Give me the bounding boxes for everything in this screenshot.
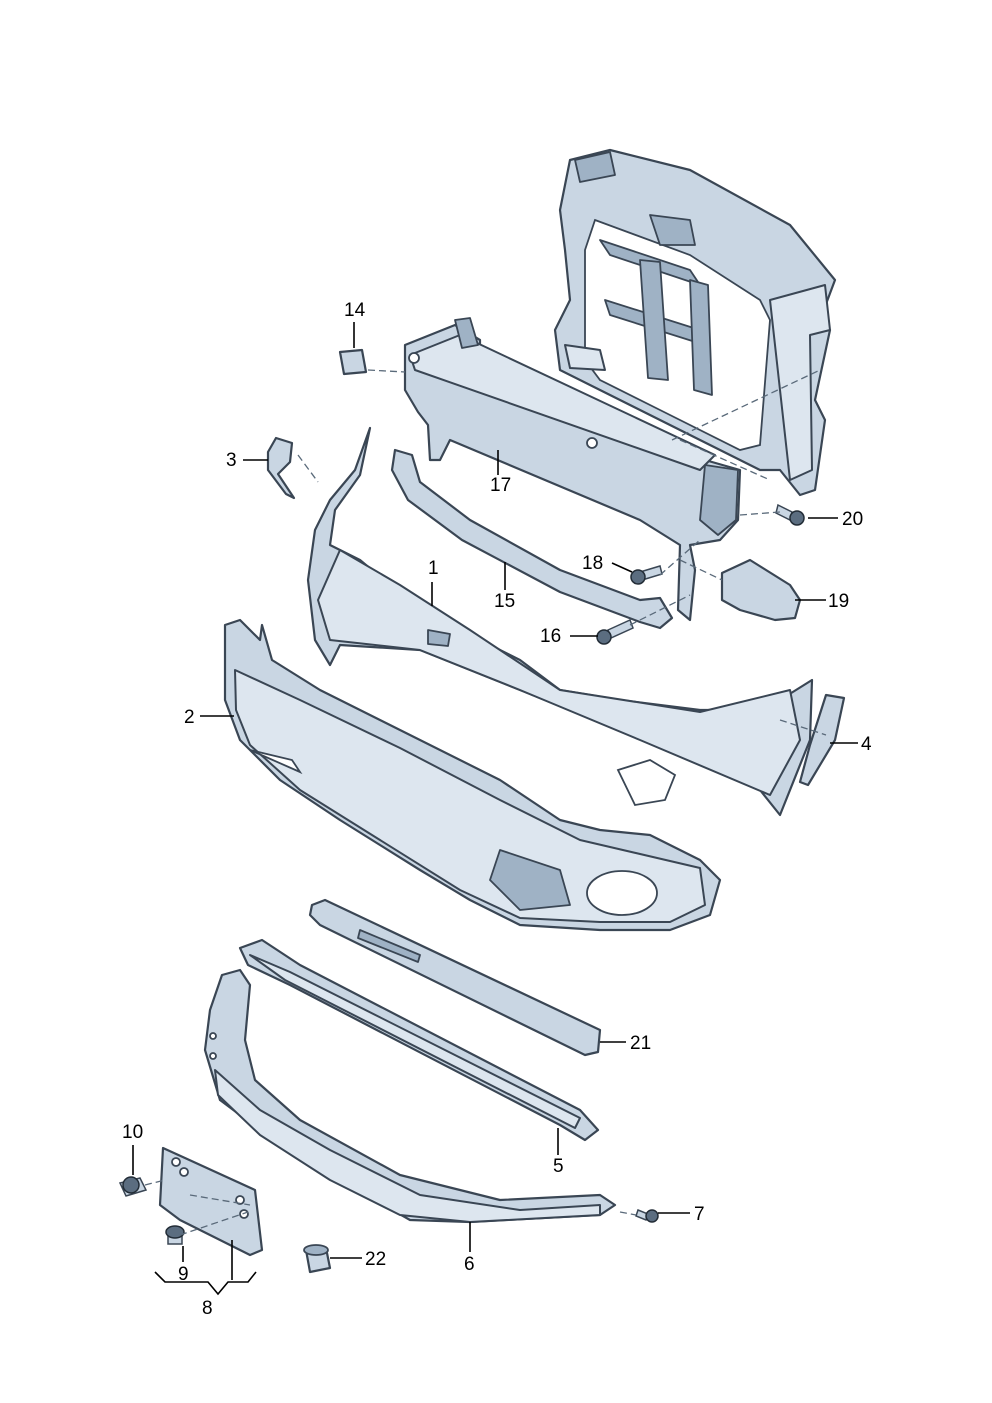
callout-6: 6 — [464, 1254, 475, 1275]
bolt-20 — [775, 503, 805, 526]
callout-8: 8 — [202, 1298, 213, 1319]
bumper-cover-lower — [223, 618, 722, 932]
callout-3: 3 — [226, 450, 237, 471]
lower-grille-insert — [238, 938, 600, 1142]
spoiler-lip — [203, 968, 617, 1224]
clip-10 — [118, 1176, 148, 1197]
callout-10: 10 — [122, 1122, 143, 1143]
callout-7: 7 — [694, 1204, 705, 1225]
side-trim-4 — [798, 693, 846, 787]
callout-20: 20 — [842, 509, 863, 530]
bolt-18 — [630, 565, 663, 585]
callout-5: 5 — [553, 1156, 564, 1177]
plug-22 — [303, 1244, 332, 1274]
callout-1: 1 — [428, 558, 439, 579]
callout-19: 19 — [828, 591, 849, 612]
callout-18: 18 — [582, 553, 603, 574]
callout-15: 15 — [494, 591, 515, 612]
callout-2: 2 — [184, 707, 195, 728]
side-cap-19 — [720, 558, 802, 622]
callout-17: 17 — [490, 475, 511, 496]
callout-22: 22 — [365, 1249, 386, 1270]
callout-21: 21 — [630, 1033, 651, 1054]
bumper-bracket-strip — [390, 448, 674, 630]
pad-14 — [338, 348, 368, 376]
front-carrier — [553, 148, 837, 497]
trim-strip — [308, 898, 602, 1057]
callout-14: 14 — [344, 300, 366, 321]
bracket-left-3 — [266, 436, 296, 500]
bumper-reinforcement — [403, 317, 742, 622]
bolt-16 — [596, 618, 634, 645]
callout-16: 16 — [540, 626, 561, 647]
screw-7 — [635, 1209, 659, 1223]
bumper-cover-upper — [306, 426, 814, 817]
license-plate-holder — [158, 1146, 264, 1257]
plug-9 — [165, 1225, 185, 1245]
callout-9: 9 — [178, 1264, 189, 1285]
callout-4: 4 — [861, 734, 872, 755]
